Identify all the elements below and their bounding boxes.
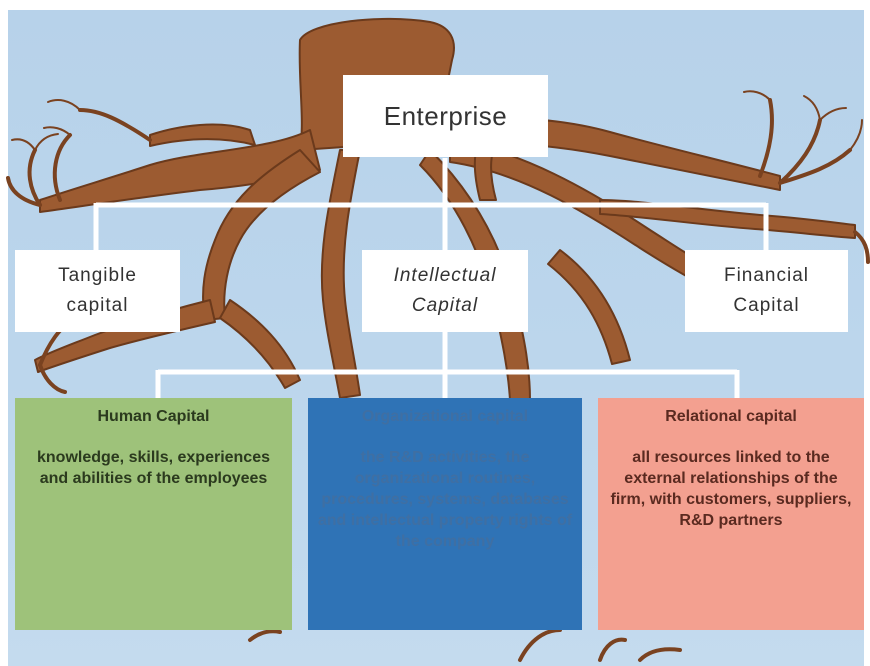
enterprise-node: Enterprise [343, 75, 548, 157]
tangible-capital-label: Tangible capital [58, 265, 137, 316]
organizational-capital-title: Organizational capital [361, 408, 529, 425]
enterprise-label: Enterprise [383, 100, 508, 131]
tangible-capital-node: Tangible capital [15, 250, 180, 332]
relational-capital-title: Relational capital [665, 408, 797, 425]
organizational-capital-panel: Organizational capital the R&D activitie… [308, 398, 582, 630]
relational-capital-panel: Relational capital all resources linked … [598, 398, 864, 630]
human-capital-title: Human Capital [97, 408, 210, 425]
intellectual-capital-label: Intellectual Capital [393, 265, 497, 316]
human-capital-description: knowledge, skills, experiences and abili… [37, 449, 270, 487]
relational-capital-description: all resources linked to the external rel… [610, 449, 852, 529]
financial-capital-label: Financial Capital [723, 265, 810, 316]
financial-capital-node: Financial Capital [685, 250, 848, 332]
intellectual-capital-node: Intellectual Capital [362, 250, 528, 332]
human-capital-panel: Human Capital knowledge, skills, experie… [15, 398, 292, 630]
organizational-capital-description: the R&D activities, the organizational r… [317, 449, 573, 550]
